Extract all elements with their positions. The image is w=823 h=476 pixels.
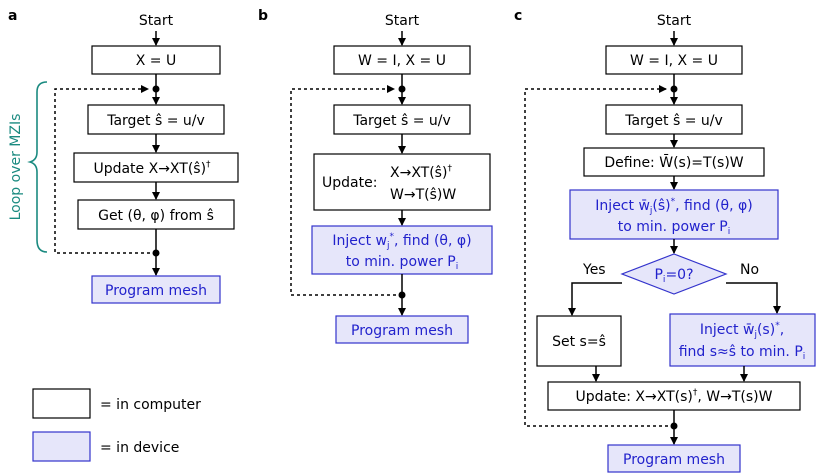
panel-c-set-box — [536, 315, 622, 367]
legend-computer-label: = in computer — [100, 397, 201, 413]
panel-b-update-line2: W→T(ŝ)W — [390, 187, 456, 203]
panel-a-program-box — [91, 275, 221, 304]
legend-device-swatch — [32, 431, 91, 462]
panel-c-target-text: Target ŝ = u/v — [624, 113, 723, 129]
legend-computer-swatch — [32, 388, 91, 419]
panel-c-yes-label: Yes — [582, 262, 606, 278]
panel-c-inject2-line2: find s≈ŝ to min. Pi — [679, 344, 806, 362]
panel-c-update-box — [547, 381, 801, 411]
panel-c-program-box — [607, 444, 741, 473]
panel-a-update-text: Update X→XT(ŝ)† — [93, 160, 211, 177]
panel-b-init-text: W = I, X = U — [358, 53, 446, 69]
panel-c-inject1-line1: Inject w̄j(ŝ)*, find (θ, φ) — [595, 197, 752, 216]
panel-a-loop-junction — [152, 85, 160, 93]
panel-b-inject-line1: Inject wj*, find (θ, φ) — [332, 232, 471, 251]
panel-c-loop-junction — [670, 85, 678, 93]
panel-c-define-text: Define: W̄(s)=T(s)W — [604, 153, 743, 171]
panel-a-target-text: Target ŝ = u/v — [106, 113, 205, 129]
panel-b-loop-junction — [398, 85, 406, 93]
panel-b-label: b — [258, 8, 268, 24]
legend: = in computer = in device — [32, 388, 201, 462]
panel-a-loop-line — [54, 85, 156, 254]
loop-bracket — [27, 81, 48, 253]
panel-a-start: Start — [139, 13, 174, 29]
panel-a-program-text: Program mesh — [105, 283, 207, 299]
panel-c-target-box — [605, 104, 743, 135]
panel-b-inject-box — [311, 225, 493, 275]
panel-c-update-text: Update: X→XT(s)†, W→T(s)W — [576, 388, 773, 405]
panel-b-inject-line2: to min. power Pi — [346, 254, 459, 272]
panel-b-program-text: Program mesh — [351, 323, 453, 339]
panel-b-target-text: Target ŝ = u/v — [352, 113, 451, 129]
panel-c-start: Start — [657, 13, 692, 29]
panel-c-init-box — [605, 45, 743, 75]
panel-c-inject2-box — [669, 313, 816, 367]
panel-c-loop-line — [524, 85, 674, 427]
panel-c-set-text: Set s=ŝ — [552, 334, 606, 350]
legend-device-label: = in device — [100, 440, 179, 456]
panel-a-get-box — [77, 199, 235, 230]
panel-b-init-box — [333, 45, 471, 75]
panel-b-loop-line — [290, 85, 402, 296]
panel-b-update-label: Update: — [322, 175, 377, 191]
panel-b-start: Start — [385, 13, 420, 29]
panel-c-define-box — [583, 147, 765, 177]
panel-c-label: c — [514, 8, 522, 24]
panel-a-update-box — [73, 152, 239, 183]
panel-a: a Start X = U Target ŝ = u/v Update X→XT… — [8, 8, 239, 304]
panel-a-label: a — [8, 8, 17, 24]
panel-b-target-box — [333, 104, 471, 135]
panel-a-get-text: Get (θ, φ) from ŝ — [98, 208, 214, 224]
panel-b-update-line1: X→XT(ŝ)† — [390, 164, 452, 181]
panel-c-inject2-line1: Inject w̄j(s)*, — [700, 321, 784, 340]
panel-c-decision-text: Pi=0? — [654, 267, 693, 285]
panel-b-program-box — [335, 315, 469, 344]
loop-over-mzis-label: Loop over MZIs — [8, 114, 24, 221]
panel-c-program-text: Program mesh — [623, 452, 725, 468]
panel-a-init-text: X = U — [136, 53, 176, 69]
panel-c-decision-diamond — [620, 253, 728, 295]
panel-a-target-box — [87, 104, 225, 135]
panel-c-inject1-box — [569, 189, 779, 240]
panel-c: c Start W = I, X = U Target ŝ = u/v Defi… — [514, 8, 816, 473]
panel-c-inject1-line2: to min. power Pi — [618, 219, 731, 237]
panel-c-init-text: W = I, X = U — [630, 53, 718, 69]
panel-b: b Start W = I, X = U Target ŝ = u/v Upda… — [258, 8, 493, 344]
panel-c-no-label: No — [740, 262, 759, 278]
